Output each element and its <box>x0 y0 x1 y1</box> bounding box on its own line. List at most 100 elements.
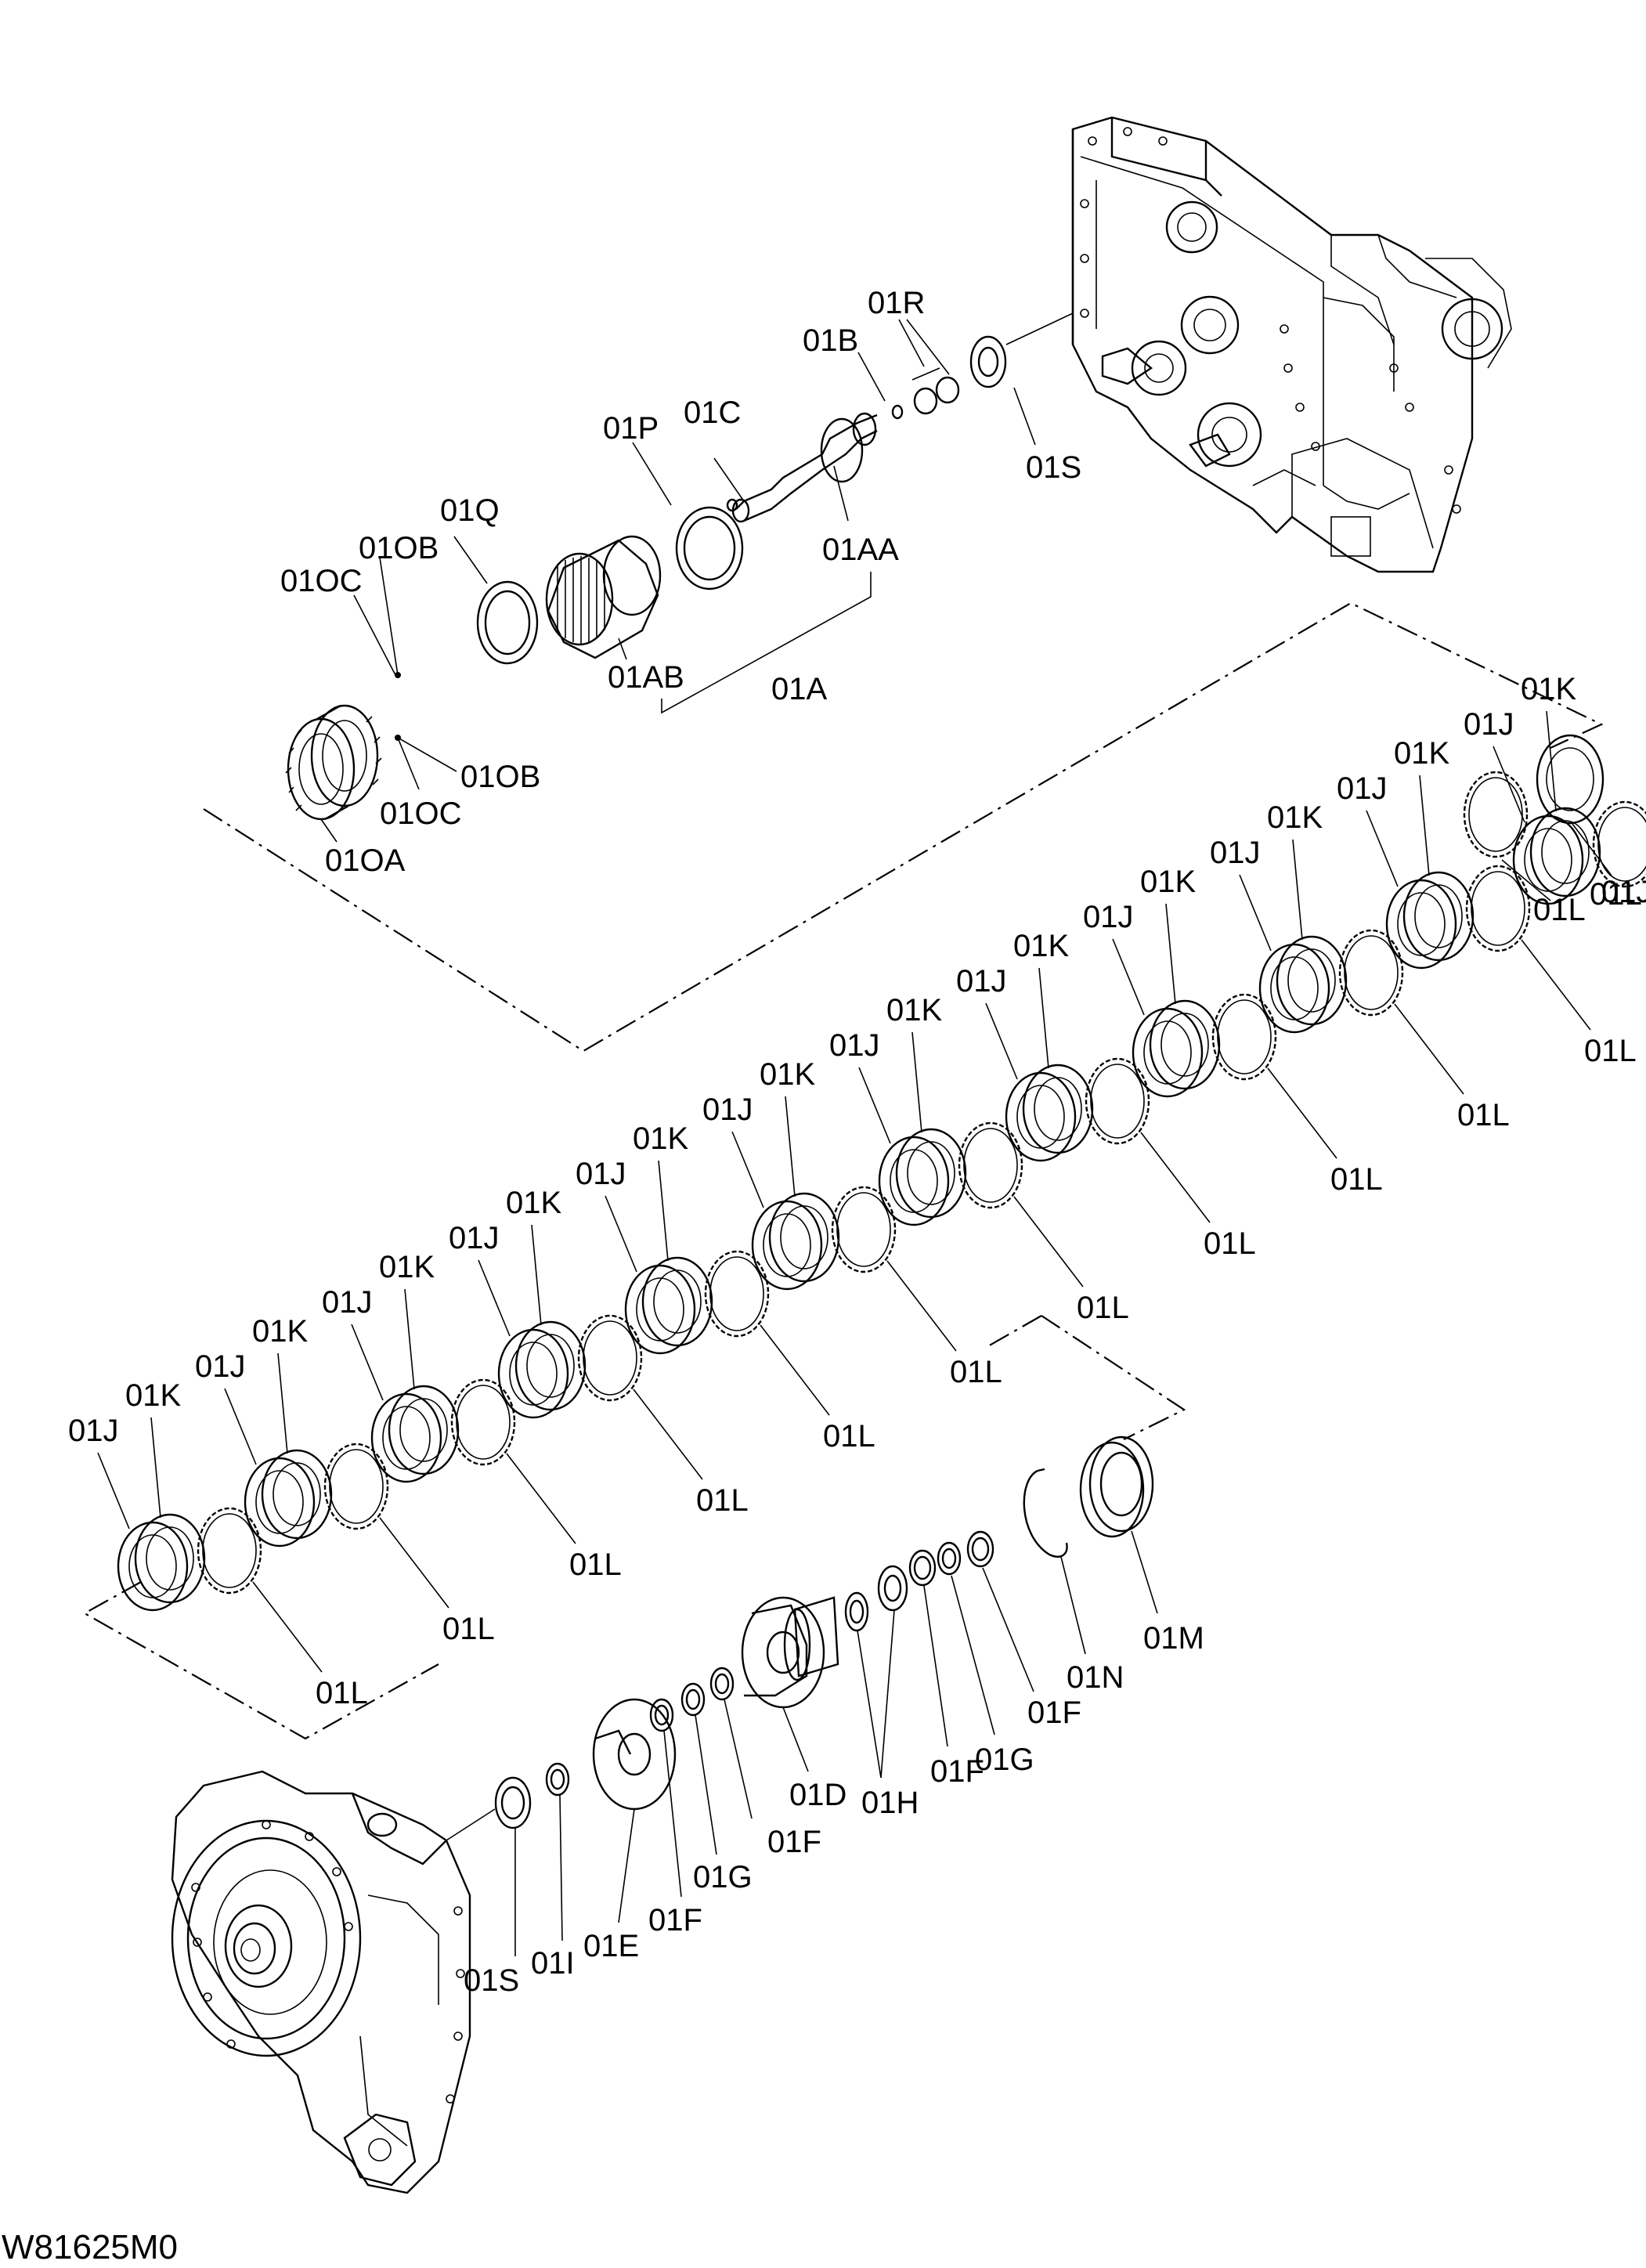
label-01L: 01L <box>442 1612 495 1646</box>
leader-01J <box>1239 874 1272 952</box>
leader-01L <box>633 1389 703 1480</box>
label-01J: 01J <box>1083 900 1134 934</box>
leader-01L <box>760 1324 830 1416</box>
label-01N: 01N <box>1067 1660 1124 1695</box>
label-01L: 01L <box>1590 877 1642 912</box>
clutch-disc <box>1512 814 1584 905</box>
label-01K: 01K <box>1394 736 1449 771</box>
label-01OC-lower: 01OC <box>380 796 462 831</box>
transmission-housing-bottom <box>171 1770 471 2194</box>
label-01L: 01L <box>569 1548 622 1582</box>
label-01L: 01L <box>950 1355 1002 1389</box>
leader-01K <box>277 1352 288 1454</box>
label-01L: 01L <box>823 1419 875 1454</box>
leader-01J <box>985 1002 1018 1080</box>
label-01G-b: 01G <box>693 1860 753 1894</box>
clutch-plate-inner <box>1287 948 1336 1013</box>
label-01OB-lower: 01OB <box>460 760 540 794</box>
leader-01L <box>506 1453 576 1544</box>
clutch-disc <box>1005 1071 1077 1162</box>
clutch-plate <box>641 1256 713 1347</box>
label-01J: 01J <box>322 1285 373 1320</box>
leader-01J <box>1493 746 1525 823</box>
top-shaft-assembly <box>285 312 1074 821</box>
clutch-plate-inner <box>146 1526 194 1591</box>
drawing-id: W81625M0 <box>2 2228 178 2266</box>
label-01B: 01B <box>803 323 858 358</box>
leader-01L <box>1501 859 1551 901</box>
snap-ring <box>958 1121 1023 1209</box>
label-01C: 01C <box>684 395 741 430</box>
label-01K: 01K <box>1013 929 1069 963</box>
clutch-disc <box>244 1457 316 1548</box>
leader-01K <box>785 1096 796 1197</box>
label-01P: 01P <box>603 411 659 446</box>
clutch-plate <box>134 1513 206 1604</box>
clutch-plate-inner <box>1161 1013 1209 1077</box>
leader-01L <box>252 1581 323 1673</box>
callout-labels: 01R 01B 01P 01C 01S 01Q 01OB 01OC 01AA 0… <box>2 286 1204 2266</box>
clutch-disc <box>1132 1007 1204 1098</box>
label-01J: 01J <box>1464 707 1514 742</box>
snap-ring-inner <box>709 1256 764 1331</box>
leader-01J <box>478 1259 511 1337</box>
label-01K: 01K <box>760 1057 815 1092</box>
label-01R: 01R <box>868 286 925 320</box>
label-01L: 01L <box>1204 1226 1256 1261</box>
label-01J: 01J <box>956 964 1007 999</box>
label-01K: 01K <box>125 1378 181 1413</box>
leader-01L <box>1013 1196 1084 1287</box>
label-01M: 01M <box>1143 1621 1204 1656</box>
leader-01J <box>1112 938 1145 1016</box>
snap-ring <box>1463 771 1529 858</box>
snap-ring-inner <box>202 1513 257 1588</box>
clutch-plate <box>768 1192 840 1283</box>
snap-ring-inner <box>963 1128 1018 1203</box>
snap-ring <box>323 1443 389 1530</box>
exploded-view-envelope-lower <box>1041 1315 1186 1440</box>
label-01L: 01L <box>1330 1162 1383 1197</box>
label-01OA: 01OA <box>325 843 406 878</box>
label-01S-bottom: 01S <box>464 1963 519 1998</box>
leader-01L <box>1394 1003 1464 1095</box>
label-01H: 01H <box>861 1786 919 1820</box>
label-01K: 01K <box>1521 672 1576 706</box>
label-01J: 01J <box>1601 875 1646 909</box>
snap-ring <box>197 1507 262 1594</box>
label-01F-a: 01F <box>1027 1696 1081 1730</box>
leader-01K <box>150 1417 161 1519</box>
label-01K: 01K <box>506 1186 561 1220</box>
label-01D: 01D <box>789 1778 846 1812</box>
label-01AB: 01AB <box>608 660 684 695</box>
label-01F-b: 01F <box>930 1754 984 1789</box>
housing-bolt-holes <box>191 1820 465 2104</box>
snap-ring-inner <box>1471 871 1525 946</box>
clutch-pack: 01J01K01J01K01J01K01J01K01J01K01J01K01J0… <box>68 672 1646 1710</box>
leader-01J <box>1366 810 1399 887</box>
label-01L: 01L <box>1584 1034 1637 1068</box>
snap-ring-inner <box>1217 999 1272 1074</box>
clutch-disc <box>1385 879 1457 970</box>
snap-ring <box>1592 800 1646 888</box>
clutch-plate <box>514 1320 587 1411</box>
clutch-plate-inner <box>1034 1077 1082 1141</box>
clutch-disc <box>624 1264 696 1355</box>
snap-ring-inner <box>1468 777 1523 852</box>
roller-cage-rollers <box>557 556 605 644</box>
label-01L: 01L <box>1457 1098 1510 1132</box>
clutch-disc <box>751 1200 823 1291</box>
clutch-plate <box>1402 871 1475 962</box>
bottom-leader-lines <box>514 1530 1158 1956</box>
label-01K: 01K <box>1267 800 1323 835</box>
label-01J: 01J <box>195 1349 246 1384</box>
leader-01L <box>1521 939 1591 1031</box>
clutch-disc <box>370 1392 442 1483</box>
label-01F-d: 01F <box>648 1903 702 1938</box>
leader-01K <box>1038 967 1049 1069</box>
label-01OC-upper: 01OC <box>280 564 363 598</box>
label-01L: 01L <box>1533 893 1586 927</box>
leader-01K <box>1292 839 1303 941</box>
leader-01J <box>605 1195 637 1273</box>
clutch-disc <box>878 1136 950 1226</box>
